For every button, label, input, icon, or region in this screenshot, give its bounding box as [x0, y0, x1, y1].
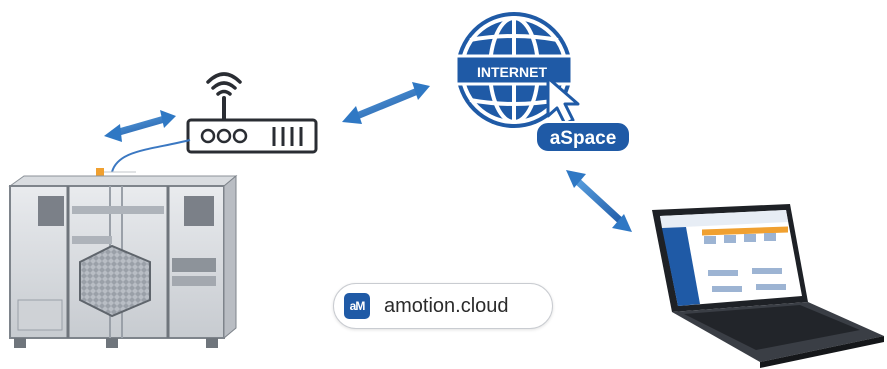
amotion-cloud-label: amotion.cloud	[384, 294, 509, 317]
aspace-label: aSpace	[550, 128, 617, 149]
amotion-cloud-badge[interactable]: aM amotion.cloud	[333, 283, 553, 329]
internet-label: INTERNET	[477, 64, 547, 80]
router-icon	[186, 118, 318, 154]
double-arrow-icon	[104, 110, 176, 142]
network-cable	[111, 139, 191, 173]
laptop-icon	[652, 204, 884, 368]
amotion-logo: aM	[344, 293, 370, 319]
double-arrow-icon	[566, 170, 632, 232]
double-arrow-icon	[342, 82, 430, 124]
ventilation-unit	[8, 168, 238, 348]
wifi-icon	[206, 72, 242, 122]
aspace-badge	[535, 121, 631, 153]
